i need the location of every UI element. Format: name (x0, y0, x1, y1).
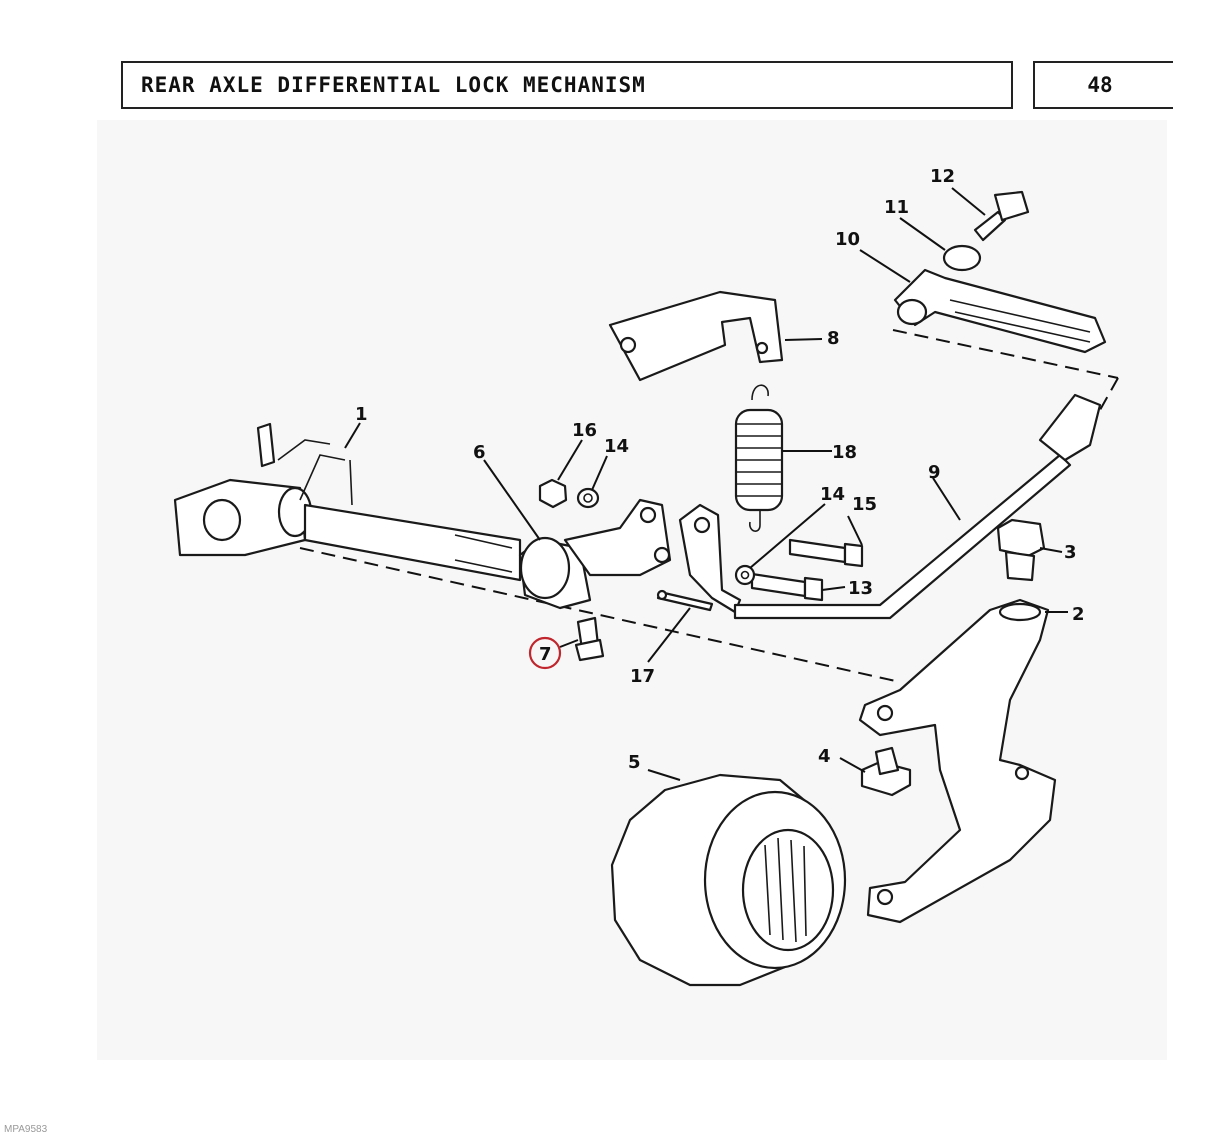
part-16-nut (538, 478, 568, 509)
assembly-line-shaft (299, 547, 901, 683)
part-2-fork (858, 598, 1057, 924)
part-13-bolt (750, 572, 824, 602)
title-box: REAR AXLE DIFFERENTIAL LOCK MECHANISM (121, 61, 1013, 109)
page-number-box: 48 (1033, 61, 1173, 109)
callout-15: 15 (852, 494, 877, 515)
callout-11: 11 (884, 197, 909, 218)
part-18-spring (734, 384, 784, 532)
page-number: 48 (1087, 73, 1113, 97)
lever-plate (678, 503, 742, 614)
part-12-bolt (973, 190, 1030, 242)
callout-2: 2 (1072, 604, 1085, 625)
part-3-plug (996, 518, 1046, 582)
callout-14-upper: 14 (604, 436, 629, 457)
part-11-washer (942, 244, 982, 272)
callout-3: 3 (1064, 542, 1077, 563)
part-17-pin (656, 589, 714, 612)
part-5-clutch (610, 773, 847, 987)
callout-6: 6 (473, 442, 486, 463)
part-14-washer-lower (734, 564, 756, 586)
part-14-washer-upper (576, 487, 600, 509)
assembly-line-pedal-vertical (1099, 377, 1119, 411)
callout-13: 13 (848, 578, 873, 599)
part-1-shaft (173, 422, 522, 582)
part-6-collar (518, 498, 672, 610)
part-4-block (860, 746, 912, 797)
image-code: MPA9583 (4, 1124, 48, 1135)
leader-lines (344, 187, 1068, 781)
callout-18: 18 (832, 442, 857, 463)
callout-12: 12 (930, 166, 955, 187)
callout-10: 10 (835, 229, 860, 250)
callout-17: 17 (630, 666, 655, 687)
callout-4: 4 (818, 746, 831, 767)
assembly-line-pedal (892, 329, 1119, 379)
diagram-title: REAR AXLE DIFFERENTIAL LOCK MECHANISM (141, 73, 646, 97)
callout-9: 9 (928, 462, 941, 483)
part-7-bolt (574, 616, 605, 662)
callout-1: 1 (355, 404, 368, 425)
highlight-circle-7 (528, 636, 562, 670)
callout-5: 5 (628, 752, 641, 773)
callout-16: 16 (572, 420, 597, 441)
part-8-bracket (608, 290, 784, 382)
callout-14-lower: 14 (820, 484, 845, 505)
part-15-bolt (788, 538, 864, 568)
part-9-rod (733, 393, 1102, 620)
part-10-pedal (893, 268, 1107, 354)
callout-7: 7 (539, 644, 552, 665)
callout-8: 8 (827, 328, 840, 349)
